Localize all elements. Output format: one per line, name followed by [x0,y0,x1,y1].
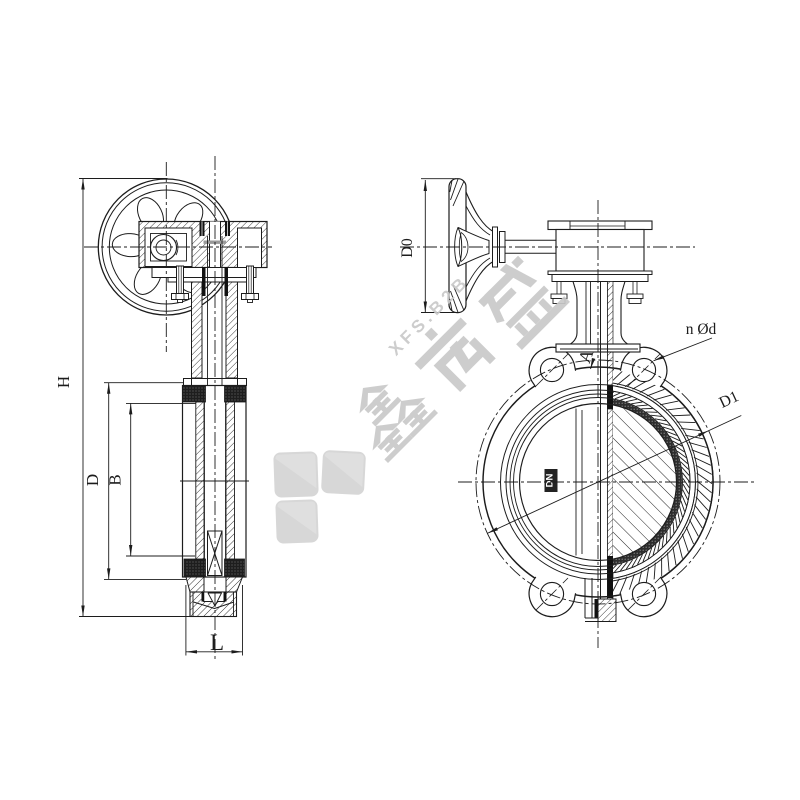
svg-text:n Ød: n Ød [686,321,717,338]
svg-text:L: L [210,630,224,655]
svg-text:H: H [54,376,73,388]
svg-text:DN: DN [545,474,556,488]
svg-text:D1: D1 [717,388,742,412]
svg-text:D: D [83,474,102,486]
svg-text:B: B [106,474,125,485]
svg-text:D0: D0 [399,238,416,258]
